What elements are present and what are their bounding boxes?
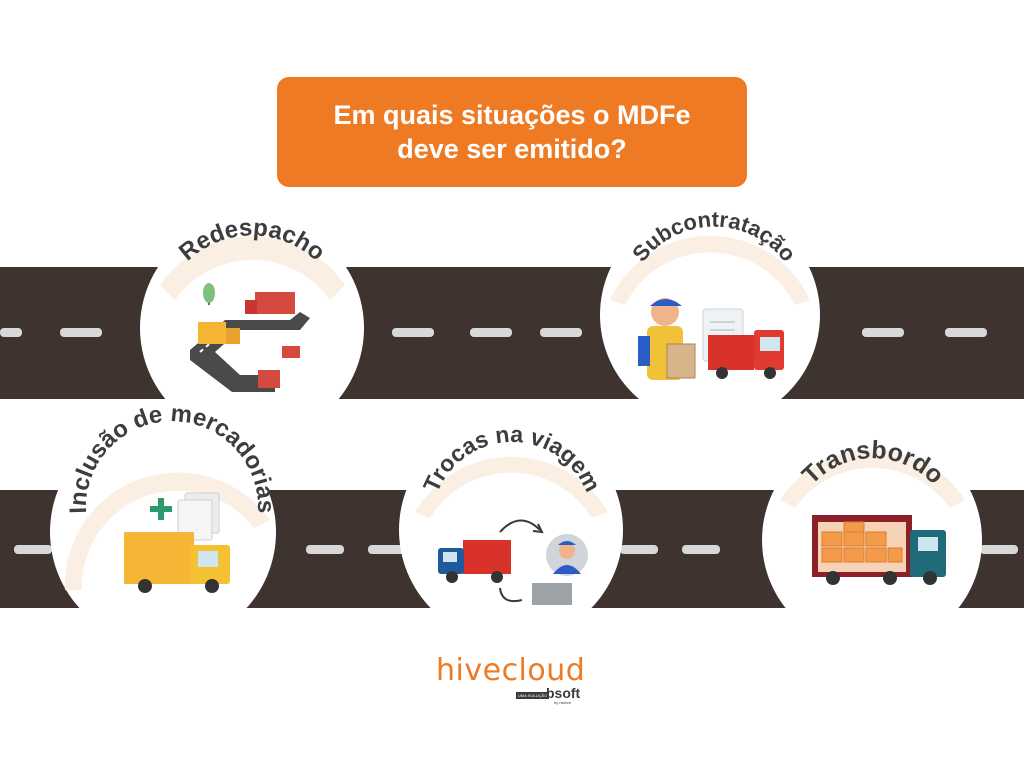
title-line-2: deve ser emitido? [397,134,627,164]
label-band [780,449,965,508]
hivecloud-logo: hivecloud UMA SOLUÇÃO bsoft by nstech [436,654,596,714]
brand-part-1: hive [436,653,502,688]
label-band [610,235,810,305]
brand-part-2: cloud [501,653,586,688]
road-trucks-icon [190,283,310,392]
add-cargo-truck-icon [124,492,230,593]
badge-transbordo: Transbordo [762,430,982,650]
title-line-1: Em quais situações o MDFe [333,100,691,130]
partner-by: by nstech [554,700,572,705]
title-card: Em quais situações o MDFe deve ser emiti… [277,77,747,187]
worker-document-truck-icon [638,298,784,380]
brand-wordmark: hivecloud [436,654,596,688]
label-band [160,236,345,300]
label-band [64,472,271,590]
badge-subcontratacao: Subcontratação [600,205,820,425]
cargo-boxes-truck-icon [812,515,946,585]
partner-brand: bsoft [546,685,581,701]
badge-trocas: Trocas na viagem [399,418,623,642]
partner-logo: UMA SOLUÇÃO bsoft by nstech [516,685,596,705]
label-band [415,456,608,518]
partner-tag: UMA SOLUÇÃO [516,692,550,699]
swap-truck-driver-icon [438,519,588,605]
